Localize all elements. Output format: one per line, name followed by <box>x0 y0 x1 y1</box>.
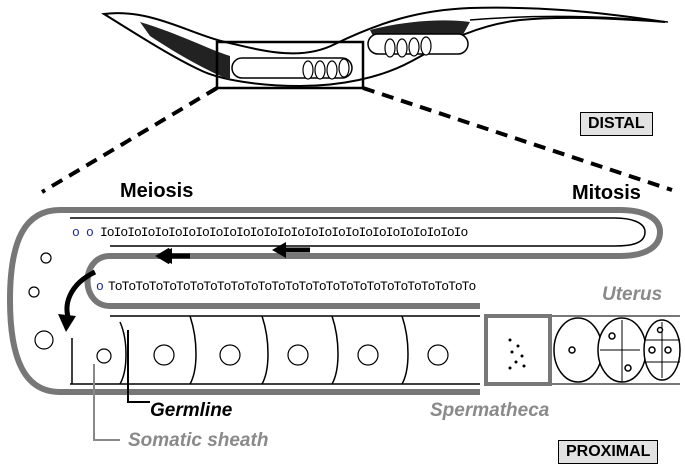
bend-nuclei <box>29 253 53 349</box>
proximal-label: PROXIMAL <box>558 440 658 464</box>
zoom-line-left <box>42 88 217 192</box>
sheath-leader <box>94 364 120 440</box>
nuclei-lower-row: o ToToToToToToToToToToToToToToToToToToTo… <box>96 279 475 294</box>
oocyte-nuclei <box>97 345 448 365</box>
oocyte-dividers <box>72 316 408 384</box>
svg-text:IoIoIoIoIoIoIoIoIoIoIoIoIoIoIo: IoIoIoIoIoIoIoIoIoIoIoIoIoIoIoIoIoIoIoIo… <box>100 225 467 240</box>
svg-text:o: o <box>72 225 80 240</box>
embryos <box>554 318 680 382</box>
nuclei-upper-row: o o IoIoIoIoIoIoIoIoIoIoIoIoIoIoIoIoIoIo… <box>72 225 467 240</box>
svg-text:ToToToToToToToToToToToToToToTo: ToToToToToToToToToToToToToToToToToToToTo… <box>108 279 475 294</box>
somatic-sheath-label: Somatic sheath <box>128 430 268 452</box>
svg-text:o: o <box>86 225 94 240</box>
mitosis-label: Mitosis <box>572 182 641 205</box>
uterus-label: Uterus <box>602 284 662 306</box>
somatic-sheath-inner <box>88 232 661 306</box>
spermatheca-label: Spermatheca <box>430 400 549 422</box>
meiosis-label: Meiosis <box>120 180 193 203</box>
gonad: o o IoIoIoIoIoIoIoIoIoIoIoIoIoIoIoIoIoIo… <box>10 210 680 392</box>
worm-illustration <box>104 8 668 88</box>
svg-text:o: o <box>96 279 104 294</box>
zoom-line-right <box>363 88 672 190</box>
distal-label: DISTAL <box>580 112 653 136</box>
spermatheca <box>486 316 550 384</box>
germline-label: Germline <box>150 400 232 422</box>
label-leaders <box>94 330 150 440</box>
